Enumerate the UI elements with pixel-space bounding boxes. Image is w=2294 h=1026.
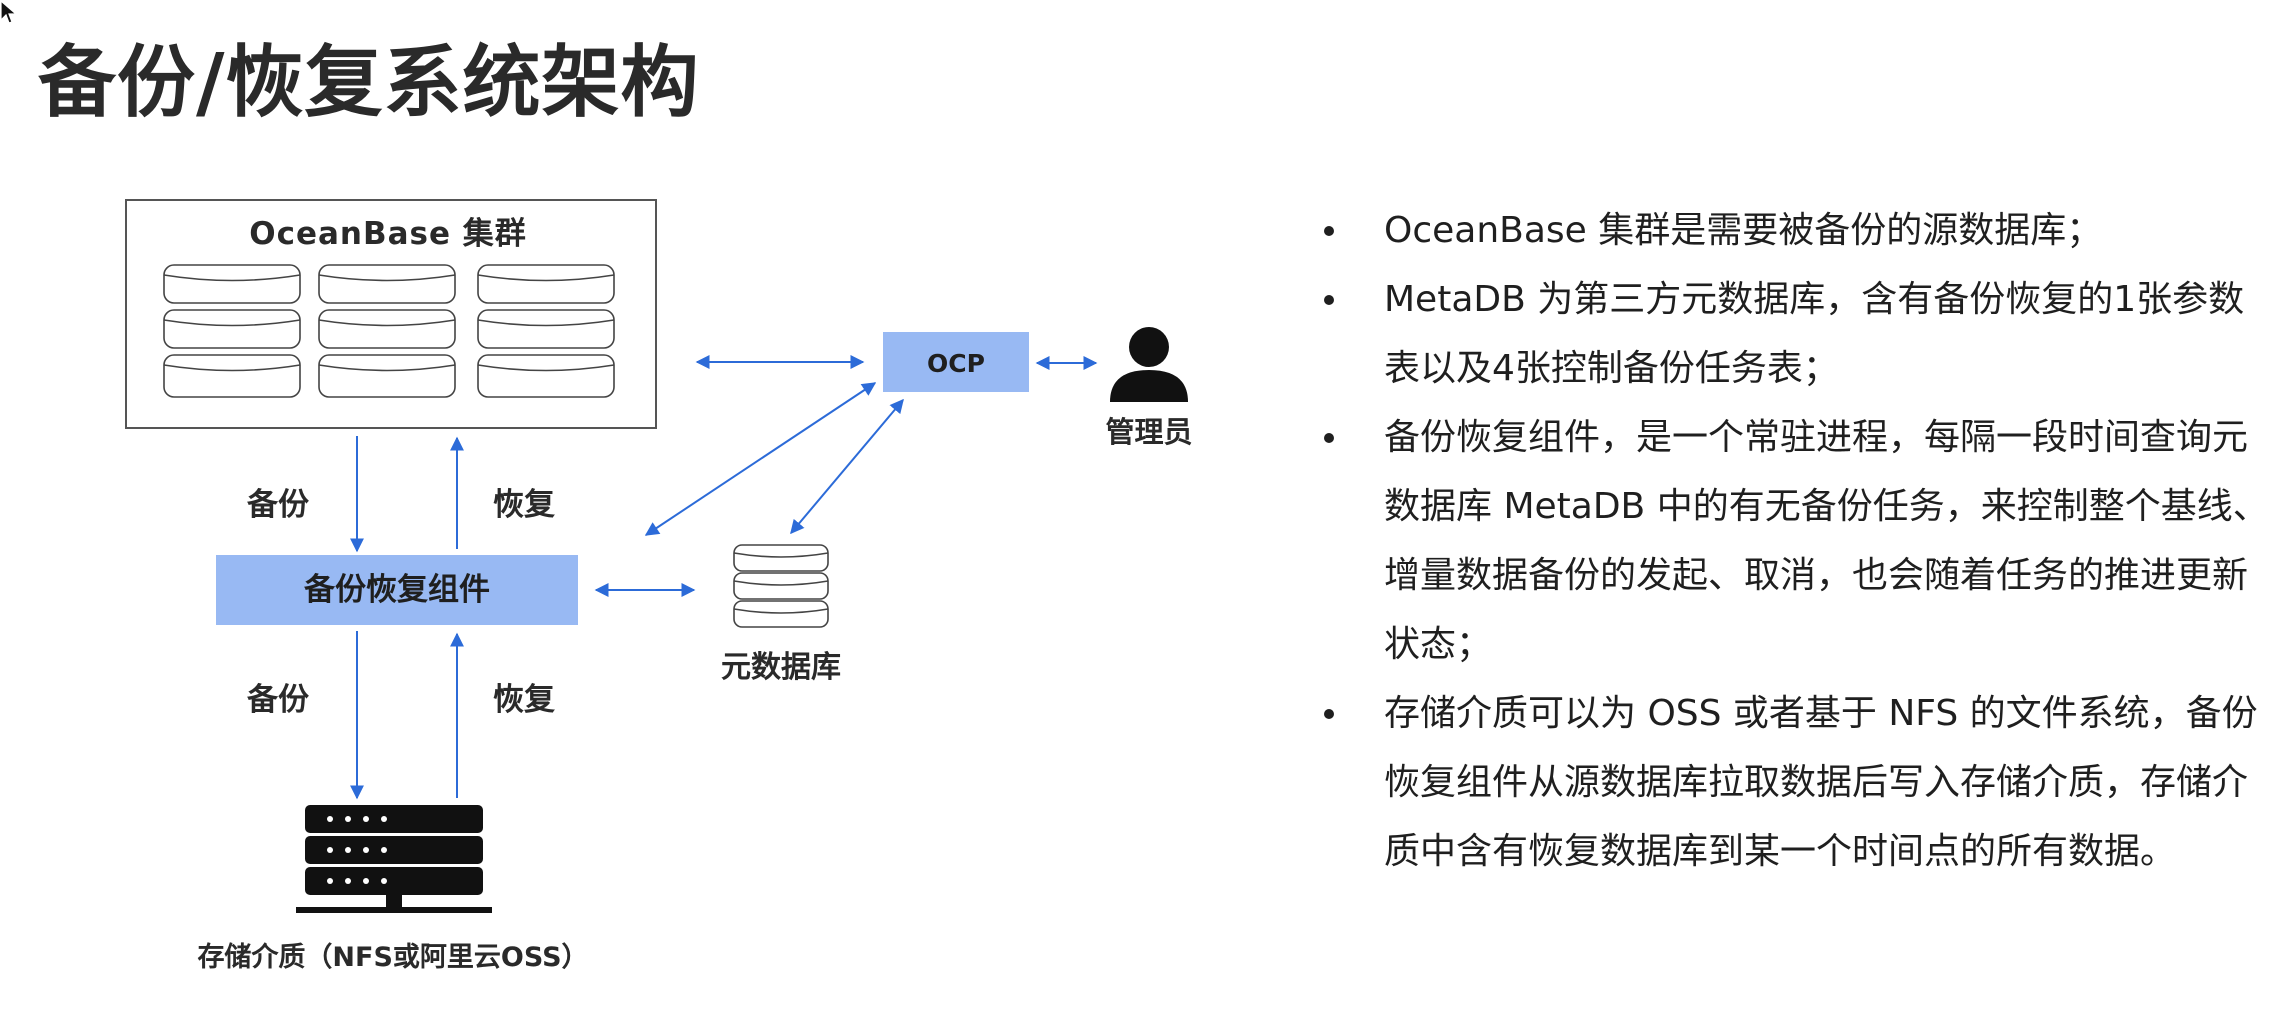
- ocp-component-arrow: [644, 382, 877, 536]
- admin-label: 管理员: [1105, 415, 1192, 449]
- architecture-diagram: OceanBase 集群: [0, 0, 1193, 973]
- restore-label-top: 恢复: [493, 487, 555, 523]
- ocp-metadb-arrow: [790, 398, 904, 535]
- database-icon: [163, 264, 615, 398]
- storage-server-icon: [296, 805, 492, 913]
- database-node-1-icon: [163, 264, 301, 398]
- oceanbase-cluster-label: OceanBase 集群: [249, 216, 527, 252]
- bullet-item: MetaDB 为第三方元数据库，含有备份恢复的1张参数表以及4张控制备份任务表；: [1318, 265, 2278, 403]
- backup-restore-component-box: [216, 555, 578, 625]
- backup-label-top: 备份: [246, 487, 309, 523]
- bullet-item: OceanBase 集群是需要被备份的源数据库；: [1318, 196, 2278, 265]
- backup-restore-component-label: 备份恢复组件: [303, 572, 490, 608]
- ocp-label: OCP: [927, 349, 985, 378]
- admin-person-icon: [1110, 327, 1188, 402]
- database-node-2-icon: [318, 264, 456, 398]
- bullet-item: 存储介质可以为 OSS 或者基于 NFS 的文件系统，备份恢复组件从源数据库拉取…: [1318, 679, 2278, 886]
- architecture-diagram-svg: OceanBase 集群: [125, 199, 1193, 973]
- restore-label-bottom: 恢复: [493, 682, 555, 718]
- ocp-box: [883, 332, 1029, 392]
- page-title: 备份/恢复系统架构: [38, 38, 700, 128]
- backup-label-bottom: 备份: [246, 682, 309, 718]
- bullet-item: 备份恢复组件，是一个常驻进程，每隔一段时间查询元数据库 MetaDB 中的有无备…: [1318, 403, 2278, 679]
- description-bullet-list: OceanBase 集群是需要被备份的源数据库； MetaDB 为第三方元数据库…: [1318, 196, 2278, 886]
- database-node-3-icon: [477, 264, 615, 398]
- metadb-icon: [733, 544, 829, 628]
- mouse-cursor-icon: [0, 0, 18, 24]
- storage-label: 存储介质（NFS或阿里云OSS）: [197, 942, 588, 973]
- metadb-label: 元数据库: [721, 650, 841, 685]
